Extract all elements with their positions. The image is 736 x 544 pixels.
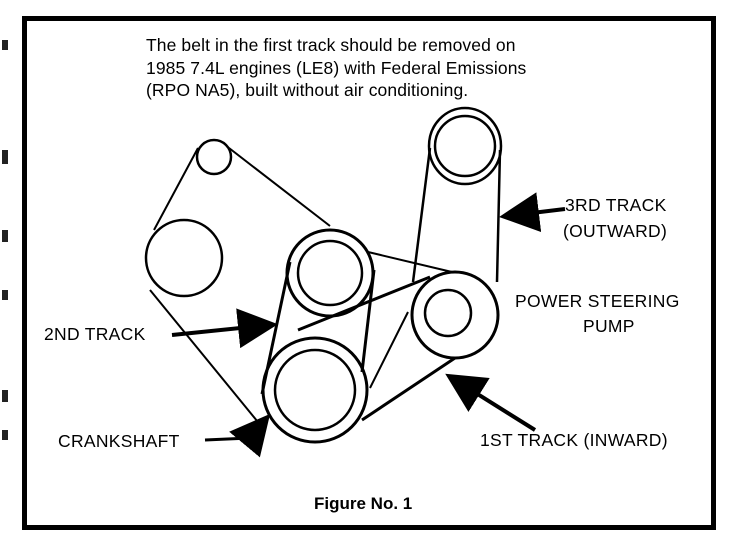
crankshaft-arrow-head: [229, 413, 271, 458]
label-crankshaft: CRANKSHAFT: [58, 431, 180, 451]
middle-pulley: [285, 228, 375, 318]
scan-artifact: [2, 290, 8, 300]
top-pulley-belt: [427, 106, 503, 186]
crankshaft-arrow: [204, 436, 251, 442]
scan-artifact: [2, 150, 8, 164]
first-track-arrow: [445, 373, 537, 432]
note-line-1: The belt in the first track should be re…: [146, 35, 516, 55]
idler-pulley: [195, 138, 233, 176]
middle-pulley-hub: [296, 239, 364, 307]
label-second-track: 2ND TRACK: [44, 324, 146, 344]
scan-artifact: [2, 430, 8, 440]
note-line-2: 1985 7.4L engines (LE8) with Federal Emi…: [146, 58, 527, 78]
second-track-arrow: [171, 308, 278, 349]
figure-caption: Figure No. 1: [314, 494, 413, 513]
scan-artifact: [2, 230, 8, 242]
belt-outer: [149, 147, 331, 428]
third-track-arrow: [499, 192, 566, 233]
left-pulley: [144, 218, 224, 298]
note-line-3: (RPO NA5), built without air conditionin…: [146, 80, 469, 100]
label-third-track-outward: (OUTWARD): [563, 221, 668, 241]
label-first-track: 1ST TRACK (INWARD): [480, 430, 668, 450]
belt-outer-right: [367, 251, 453, 389]
belt-first-track: [297, 275, 456, 422]
figure-border: [22, 16, 716, 530]
crankshaft-hub: [273, 348, 357, 432]
label-power-steering: POWER STEERING: [515, 291, 680, 311]
label-pump: PUMP: [583, 316, 635, 336]
crankshaft-pulley: [261, 336, 369, 444]
scan-artifact: [2, 390, 8, 402]
top-pulley: [433, 114, 497, 178]
label-third-track: 3RD TRACK: [565, 195, 667, 215]
power-steering-hub: [423, 288, 473, 338]
belt-third-track: [411, 147, 502, 283]
scan-artifact: [2, 40, 8, 50]
